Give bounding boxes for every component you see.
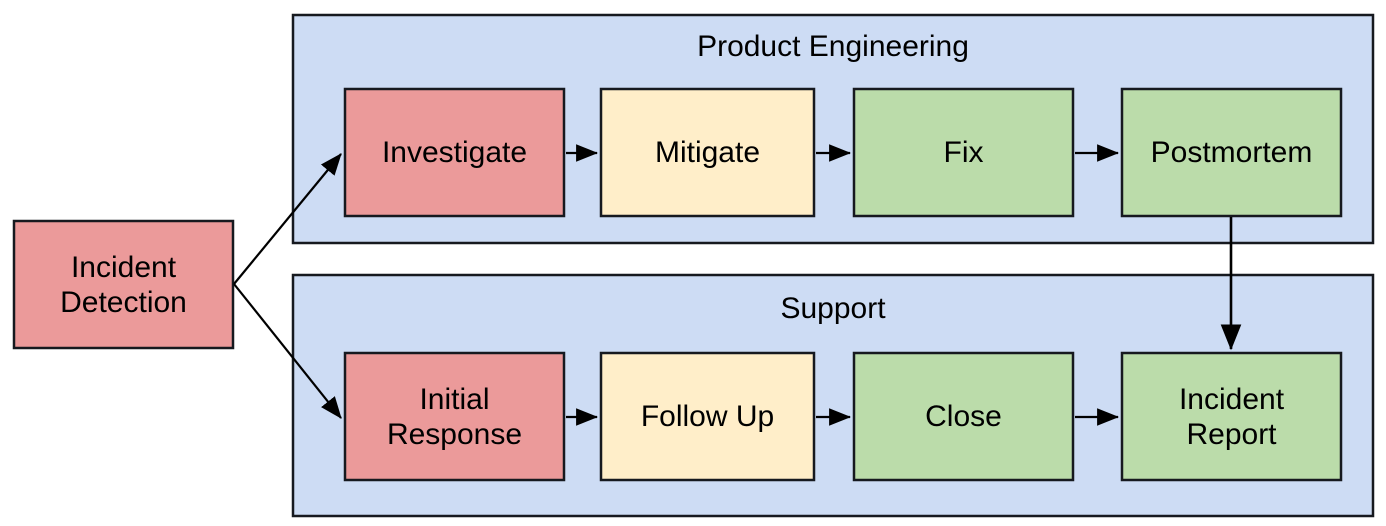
lane-title-support: Support (780, 292, 886, 325)
edge-incident-detection-to-investigate (233, 153, 342, 285)
node-rect-close[interactable] (852, 351, 1075, 482)
node-rect-mitigate[interactable] (599, 87, 816, 218)
node-incident-detection[interactable]: Incident Detection (14, 221, 233, 348)
node-postmortem[interactable]: Postmortem (1122, 89, 1341, 216)
node-incident-report[interactable]: Incident Report (1122, 353, 1341, 480)
edge-incident-detection-to-initial-response (233, 283, 342, 419)
node-label-incident-detection: Incident Detection (60, 250, 187, 319)
node-initial-response[interactable]: Initial Response (345, 353, 564, 480)
node-fix[interactable]: Fix (854, 89, 1073, 216)
node-rect-postmortem[interactable] (1120, 87, 1343, 218)
node-label-incident-report: Incident Report (1178, 382, 1285, 451)
node-label-investigate: Investigate (381, 136, 528, 169)
node-label-postmortem: Postmortem (1150, 136, 1313, 169)
node-close[interactable]: Close (854, 353, 1073, 480)
node-label-close: Close (925, 400, 1002, 433)
node-label-fix: Fix (943, 136, 984, 169)
lane-title-product-engineering: Product Engineering (697, 30, 969, 63)
node-rect-incident-report[interactable] (1120, 351, 1343, 482)
node-rect-follow-up[interactable] (599, 351, 816, 482)
node-rect-fix[interactable] (852, 87, 1075, 218)
node-rect-incident-detection[interactable] (12, 219, 235, 350)
node-investigate[interactable]: Investigate (345, 89, 564, 216)
node-mitigate[interactable]: Mitigate (601, 89, 814, 216)
node-follow-up[interactable]: Follow Up (601, 353, 814, 480)
node-label-initial-response: Initial Response (386, 382, 523, 451)
node-rect-initial-response[interactable] (343, 351, 566, 482)
node-label-mitigate: Mitigate (654, 136, 761, 169)
node-label-follow-up: Follow Up (640, 400, 775, 433)
node-rect-investigate[interactable] (343, 87, 566, 218)
